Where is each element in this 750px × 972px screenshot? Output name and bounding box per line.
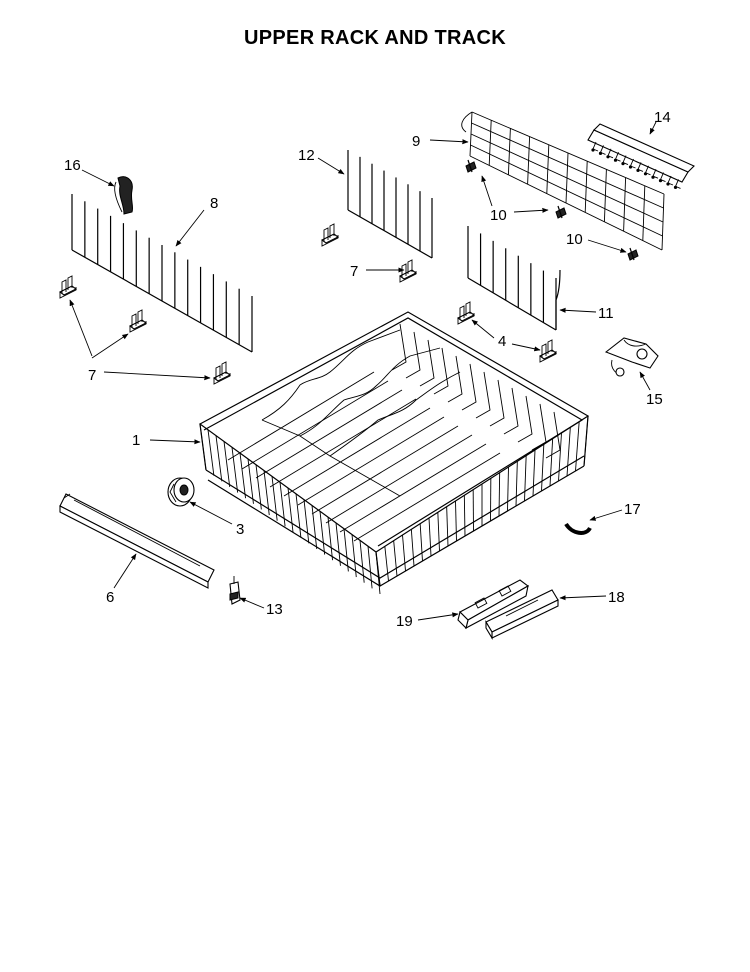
callout-17: 17	[624, 501, 641, 518]
part-17-hook	[564, 522, 592, 535]
part-9-grid-rack	[461, 111, 665, 251]
part-10-clips	[465, 159, 639, 261]
part-3-wheel	[167, 477, 195, 507]
diagram-title: UPPER RACK AND TRACK	[244, 27, 506, 49]
part-15-adjuster	[604, 337, 659, 377]
callout-1: 1	[132, 432, 140, 449]
callout-7-center: 7	[350, 263, 358, 280]
callout-7-left: 7	[88, 367, 96, 384]
callout-9: 9	[412, 133, 420, 150]
callout-19: 19	[396, 613, 413, 630]
part-19-handle	[457, 579, 530, 630]
callout-10-lower: 10	[566, 231, 583, 248]
part-4-clips	[456, 301, 558, 363]
callout-4: 4	[498, 333, 506, 350]
callout-11: 11	[598, 305, 614, 322]
part-6-track	[59, 493, 215, 589]
callout-6: 6	[106, 589, 114, 606]
part-18-handle-cover	[485, 589, 559, 640]
callout-16: 16	[64, 157, 81, 174]
part-16-clip	[114, 176, 134, 215]
part-8-tine-row	[71, 194, 253, 353]
leader-lines	[69, 121, 657, 621]
callout-labels: 1 3 4 6 7 7 8 9 10 10 11 12 13 14 15 16 …	[64, 109, 671, 630]
callout-13: 13	[266, 601, 283, 618]
part-12-tine-row	[347, 150, 433, 259]
callout-14: 14	[654, 109, 671, 126]
callout-8: 8	[210, 195, 218, 212]
part-14-rail	[587, 123, 695, 189]
part-1-upper-rack	[198, 311, 590, 595]
callout-10-upper: 10	[490, 207, 507, 224]
part-7-clips	[58, 223, 418, 385]
callout-3: 3	[236, 521, 244, 538]
callout-15: 15	[646, 391, 663, 408]
part-11-tine-row	[467, 226, 561, 331]
callout-12: 12	[298, 147, 315, 164]
part-13-stop	[229, 576, 241, 605]
callout-18: 18	[608, 589, 625, 606]
